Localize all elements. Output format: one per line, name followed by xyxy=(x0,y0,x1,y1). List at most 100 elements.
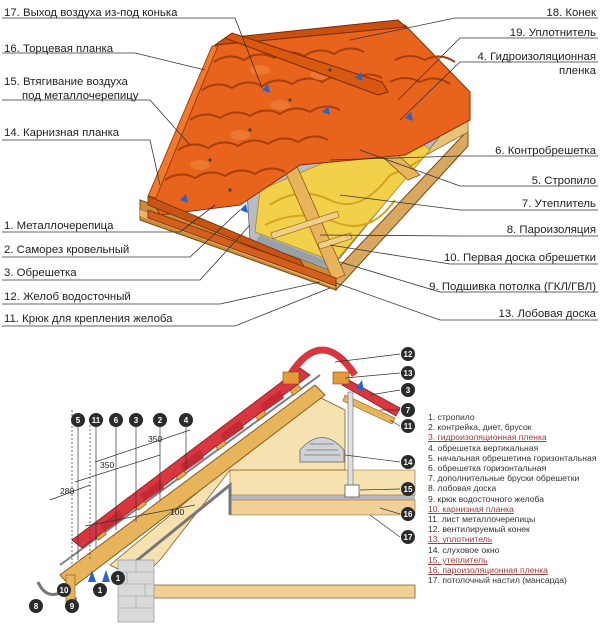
callout-number: 13 xyxy=(404,369,413,378)
callout-number: 10 xyxy=(60,586,69,595)
brick-wall xyxy=(117,559,155,623)
legend-item: 8. лобовая доска xyxy=(428,483,497,494)
top-left-label: 17. Выход воздуха из-под конька xyxy=(4,7,178,19)
gutter xyxy=(147,209,337,287)
legend-item: 7. дополнительные бруски обрешетки xyxy=(428,473,580,484)
insulation-fiber-2 xyxy=(264,199,396,227)
callout-number: 11 xyxy=(404,422,413,431)
callout-number: 5 xyxy=(76,416,81,425)
callout-marker: 16 xyxy=(401,507,415,521)
dimension-label: 280 xyxy=(60,486,75,496)
callout-marker: 8 xyxy=(29,599,43,613)
ridge xyxy=(213,19,408,46)
top-right-label: 9. Подшивка потолка (ГКЛ/ГВЛ) xyxy=(429,281,596,293)
callout-marker: 1 xyxy=(93,583,107,597)
right-batten xyxy=(342,394,396,425)
callout-number: 9 xyxy=(70,602,75,611)
callout-number: 1 xyxy=(98,586,103,595)
top-right-label: пленка xyxy=(558,65,596,77)
tile-rows xyxy=(164,47,456,181)
callout-marker: 7 xyxy=(401,403,415,417)
callout-circle xyxy=(111,571,125,585)
callout-circle xyxy=(401,347,415,361)
legend-item: 13. уплотнитель xyxy=(428,534,493,545)
leaders-top-left xyxy=(2,17,331,327)
callout-marker: 1 xyxy=(111,571,125,585)
end-trim xyxy=(147,45,219,199)
callout-number: 3 xyxy=(134,416,139,425)
top-left-label: 12. Желоб водосточный xyxy=(4,291,131,303)
callout-marker: 12 xyxy=(401,347,415,361)
ceiling-deck xyxy=(229,499,416,516)
legend-item: 1. стропило xyxy=(428,412,475,422)
callout-circle xyxy=(129,413,143,427)
callout-marker: 6 xyxy=(109,413,123,427)
vapor-barrier xyxy=(255,235,335,270)
legend-item: 2. контрейка, диет, брусок xyxy=(428,422,532,433)
callout-circle xyxy=(109,413,123,427)
top-right-label: 7. Утеплитель xyxy=(521,198,596,210)
top-left-label: 11. Крюк для крепления желоба xyxy=(4,313,173,325)
callout-number: 17 xyxy=(404,533,413,542)
callout-circle xyxy=(89,413,103,427)
callout-marker: 10 xyxy=(57,583,71,597)
ridge-seal-right xyxy=(332,371,350,385)
callout-marker: 3 xyxy=(129,413,143,427)
callout-circle xyxy=(401,482,415,496)
air-arrows-b xyxy=(88,380,364,582)
callout-number: 4 xyxy=(184,416,189,425)
callout-circle xyxy=(401,403,415,417)
legend-item: 3. гидроизоляционная пленка xyxy=(428,432,547,443)
top-right-label: 8. Пароизоляция xyxy=(506,224,596,236)
callout-number: 1 xyxy=(116,574,121,583)
callout-number: 8 xyxy=(34,602,39,611)
top-left-label: 1. Металлочерепица xyxy=(4,220,114,232)
callout-circle xyxy=(65,599,79,613)
top-right-label: 18. Конек xyxy=(546,7,596,19)
top-right-label: 6. Контробрешетка xyxy=(495,145,596,157)
callout-marker: 2 xyxy=(153,413,167,427)
callout-number: 6 xyxy=(114,416,119,425)
roof-screws xyxy=(208,68,332,192)
callout-number: 15 xyxy=(404,485,413,494)
callout-marker: 17 xyxy=(401,530,415,544)
legend-item: 10. карнизная планка xyxy=(428,503,514,514)
air-arrows xyxy=(180,72,413,213)
top-right-label: 5. Стропило xyxy=(531,175,596,187)
top-left-label: 16. Торцевая планка xyxy=(4,43,114,55)
top-left-label: 2. Саморез кровельный xyxy=(4,244,130,256)
legend-item: 14. слуховое окно xyxy=(428,544,500,555)
floor-board xyxy=(119,584,416,599)
legend-item: 6. обрешетка горизонтальная xyxy=(428,463,547,473)
roof-illustration-top xyxy=(139,19,471,292)
legend-item: 11. лист металлочерепицы xyxy=(428,514,536,524)
top-left-label: под металлочерепицу xyxy=(22,90,139,102)
callout-number: 16 xyxy=(404,510,413,519)
callout-circle xyxy=(93,583,107,597)
callout-marker: 9 xyxy=(65,599,79,613)
callout-number: 11 xyxy=(92,416,101,425)
callout-number: 7 xyxy=(406,406,411,415)
dimension-label: 100 xyxy=(170,507,185,517)
callout-circle xyxy=(401,507,415,521)
dimension-label: 350 xyxy=(148,434,163,444)
callout-circle xyxy=(401,366,415,380)
callout-marker: 5 xyxy=(71,413,85,427)
callout-circle xyxy=(71,413,85,427)
ridge-seal-left xyxy=(282,371,300,385)
legend-item: 9. крюк водосточного желоба xyxy=(428,493,545,504)
callout-leaders xyxy=(77,353,401,560)
callout-circle xyxy=(401,419,415,433)
ridge-cap xyxy=(223,32,389,96)
callout-circle xyxy=(153,413,167,427)
legend-item: 12. вентилируемый конек xyxy=(428,524,530,535)
callout-number: 14 xyxy=(404,458,413,467)
legend-item: 4. обрешетка вертикальная xyxy=(428,442,539,453)
leaders-top-right xyxy=(319,17,598,321)
vent-pipe xyxy=(347,391,354,493)
legend-item: 5. начальная обрешетина горизонтальная xyxy=(428,452,597,463)
callout-circle xyxy=(401,455,415,469)
callout-marker: 11 xyxy=(89,413,103,427)
